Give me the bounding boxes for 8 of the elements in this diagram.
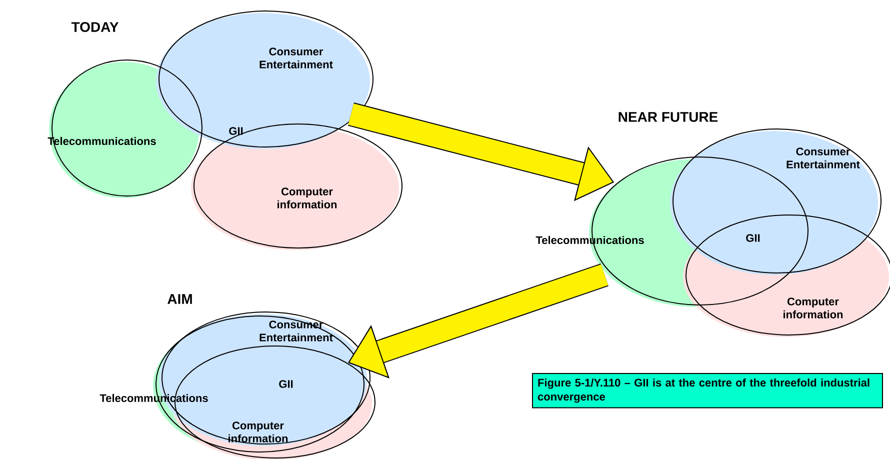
overlap-label: GII [229, 127, 243, 135]
block-arrow [348, 263, 608, 378]
caption-box: Figure 5-1/Y.110 – GII is at the centre of the threefold industrial convergence [532, 373, 883, 408]
overlap-label: GII [279, 380, 293, 388]
heading: NEAR FUTURE [618, 112, 718, 122]
heading: AIM [168, 294, 192, 304]
overlap-label: GII [746, 234, 760, 242]
heading: TODAY [71, 22, 119, 32]
